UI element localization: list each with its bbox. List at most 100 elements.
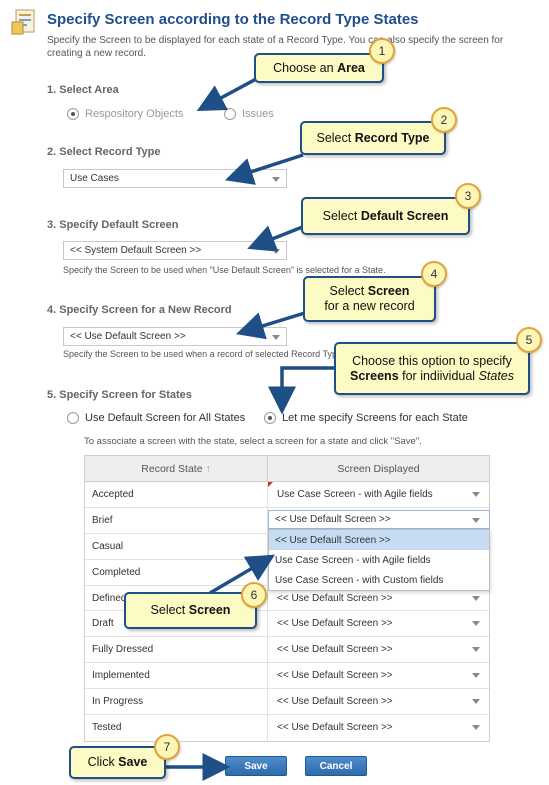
- chevron-down-icon: [272, 335, 280, 340]
- cancel-button[interactable]: Cancel: [305, 756, 367, 776]
- row-screen-select[interactable]: Use Case Screen - with Agile fields: [268, 482, 489, 507]
- row-screen-value: << Use Default Screen >>: [277, 592, 393, 604]
- callout-text-mid: for indiividual: [398, 368, 479, 383]
- callout-text-line2: for a new record: [324, 299, 415, 313]
- states-option-specify-each-label: Let me specify Screens for each State: [282, 412, 468, 424]
- row-state: Implemented: [85, 663, 268, 689]
- states-option-default-all-label: Use Default Screen for All States: [85, 412, 246, 424]
- column-header-screen-displayed-label: Screen Displayed: [337, 462, 420, 475]
- row-state: Casual: [85, 533, 268, 559]
- table-row: Implemented << Use Default Screen >>: [85, 663, 489, 690]
- step-badge: 7: [154, 734, 180, 760]
- new-record-screen-select[interactable]: << Use Default Screen >>: [63, 327, 287, 346]
- brief-screen-select-open[interactable]: << Use Default Screen >>: [268, 510, 490, 529]
- callout-choose-area: Choose an Area: [254, 53, 384, 83]
- arrow-1: [196, 76, 259, 111]
- chevron-down-icon: [472, 518, 480, 523]
- row-state: Defined: [85, 585, 268, 611]
- section-default-screen: 3. Specify Default Screen: [47, 219, 179, 231]
- state-screen-table: Record State ↑ Screen Displayed Accepted…: [84, 455, 490, 742]
- section-record-type: 2. Select Record Type: [47, 146, 161, 158]
- row-screen-value: << Use Default Screen >>: [277, 670, 393, 682]
- step-badge: 4: [421, 261, 447, 287]
- chevron-down-icon: [272, 249, 280, 254]
- new-record-help: Specify the Screen to be used when a rec…: [63, 349, 387, 359]
- sort-arrow-icon: ↑: [205, 462, 211, 475]
- column-header-record-state-label: Record State: [141, 462, 203, 475]
- row-state: Draft: [85, 611, 268, 637]
- callout-text: Select: [316, 130, 355, 145]
- callout-bold: Default Screen: [360, 208, 449, 223]
- dropdown-option[interactable]: Use Case Screen - with Agile fields: [275, 554, 431, 566]
- row-state: Tested: [85, 715, 268, 741]
- default-screen-select[interactable]: << System Default Screen >>: [63, 241, 287, 260]
- screen-dropdown-list: << Use Default Screen >> Use Case Screen…: [268, 529, 490, 591]
- chevron-down-icon: [272, 177, 280, 182]
- chevron-down-icon: [472, 699, 480, 705]
- callout-bold: Area: [337, 60, 365, 75]
- row-screen-value: Use Case Screen - with Agile fields: [277, 488, 433, 500]
- area-option-repository-label: Respository Objects: [85, 108, 184, 120]
- row-screen-select[interactable]: << Use Default Screen >>: [268, 637, 489, 662]
- row-screen-select[interactable]: << Use Default Screen >>: [268, 663, 489, 688]
- radio-repository[interactable]: [67, 108, 79, 120]
- row-screen-select[interactable]: << Use Default Screen >>: [268, 586, 489, 611]
- callout-bold: Save: [118, 755, 148, 769]
- chevron-down-icon: [472, 673, 480, 679]
- step-badge: 3: [455, 183, 481, 209]
- table-header: Record State ↑ Screen Displayed: [85, 456, 489, 482]
- row-screen-value: << Use Default Screen >>: [277, 618, 393, 630]
- row-screen-select[interactable]: << Use Default Screen >>: [268, 611, 489, 636]
- radio-issues[interactable]: [224, 108, 236, 120]
- row-screen-select[interactable]: << Use Default Screen >>: [268, 689, 489, 714]
- table-hint: To associate a screen with the state, se…: [84, 436, 422, 447]
- new-record-screen-value: << Use Default Screen >>: [70, 331, 186, 342]
- record-type-value: Use Cases: [70, 173, 119, 184]
- modified-marker: [268, 482, 273, 487]
- dropdown-option[interactable]: << Use Default Screen >>: [269, 530, 489, 550]
- callout-bold: Screens: [350, 368, 399, 383]
- row-state: Brief: [85, 507, 268, 533]
- row-screen-select[interactable]: << Use Default Screen >>: [268, 715, 489, 741]
- callout-bold: Record Type: [354, 130, 430, 145]
- record-type-select[interactable]: Use Cases: [63, 169, 287, 188]
- section-select-area: 1. Select Area: [47, 84, 119, 96]
- callout-text: Select: [150, 603, 189, 617]
- callout-text: Select: [329, 284, 368, 298]
- callout-italic: States: [478, 368, 514, 383]
- chevron-down-icon: [472, 621, 480, 627]
- callout-text: Choose an: [273, 60, 338, 75]
- area-option-issues[interactable]: Issues: [224, 108, 274, 120]
- step-badge: 6: [241, 582, 267, 608]
- callout-click-save: Click Save: [69, 746, 166, 779]
- chevron-down-icon: [472, 725, 480, 731]
- row-screen-value: << Use Default Screen >>: [277, 696, 393, 708]
- dropdown-option[interactable]: Use Case Screen - with Custom fields: [275, 574, 444, 586]
- states-option-default-all[interactable]: Use Default Screen for All States: [67, 412, 245, 424]
- row-state: Accepted: [85, 482, 268, 507]
- callout-select-record-type: Select Record Type: [300, 121, 446, 155]
- radio-default-all[interactable]: [67, 412, 79, 424]
- table-row: Defined << Use Default Screen >>: [85, 585, 489, 612]
- callout-bold: Screen: [188, 603, 231, 617]
- save-button[interactable]: Save: [225, 756, 287, 776]
- area-option-repository[interactable]: Respository Objects: [67, 108, 183, 120]
- table-row: Draft << Use Default Screen >>: [85, 611, 489, 638]
- row-screen-value: << Use Default Screen >>: [277, 722, 393, 734]
- callout-specify-screens-states: Choose this option to specify Screens fo…: [334, 342, 530, 395]
- column-header-record-state[interactable]: Record State ↑: [85, 456, 268, 481]
- states-option-specify-each[interactable]: Let me specify Screens for each State: [264, 412, 468, 424]
- table-row: In Progress << Use Default Screen >>: [85, 689, 489, 716]
- callout-text: Click: [87, 755, 119, 769]
- radio-specify-each[interactable]: [264, 412, 276, 424]
- area-option-issues-label: Issues: [242, 108, 274, 120]
- chevron-down-icon: [472, 647, 480, 653]
- table-row: Accepted Use Case Screen - with Agile fi…: [85, 482, 489, 508]
- brief-screen-value: << Use Default Screen >>: [275, 514, 391, 525]
- column-header-screen-displayed: Screen Displayed: [268, 456, 489, 481]
- callout-text: Choose this option to specify: [352, 353, 512, 368]
- callout-select-screen: Select Screen: [124, 592, 257, 629]
- chevron-down-icon: [472, 595, 480, 601]
- default-screen-value: << System Default Screen >>: [70, 245, 202, 256]
- row-state: Fully Dressed: [85, 637, 268, 663]
